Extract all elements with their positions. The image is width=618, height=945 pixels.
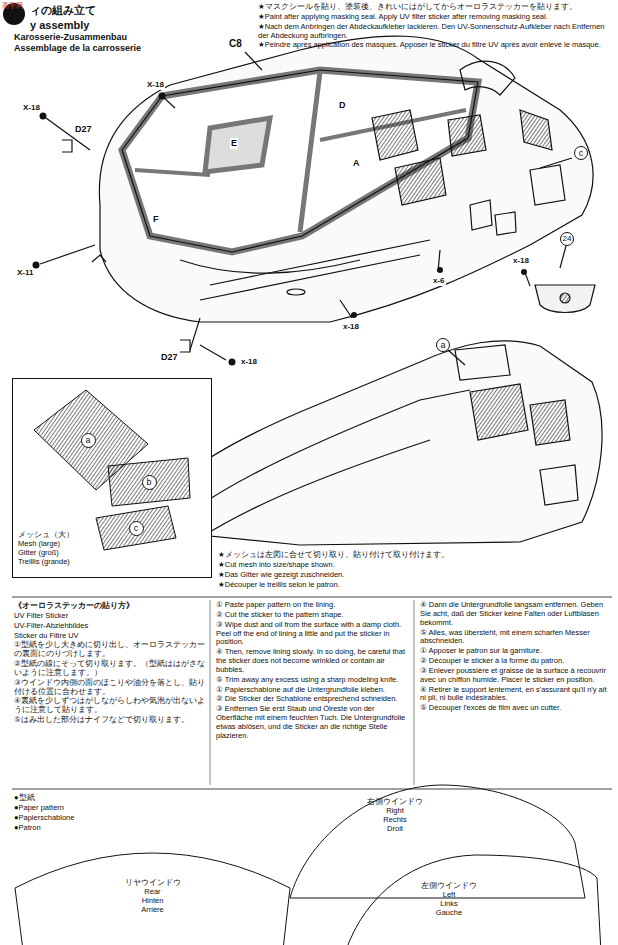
pattern-label: Hinten [15,896,290,905]
pattern-label: リヤウインドウ [15,878,290,887]
mesh-panel: メッシュ（大）Mesh (large)Gitter (groß)Treillis… [12,378,212,578]
screw-label: x-18 [342,322,360,332]
screw-label: X-18 [22,103,41,113]
instruction-text: ① Paste paper pattern on the lining. [216,601,410,610]
screw-label: X-18 [146,80,165,90]
step-number-disc [3,3,25,25]
note-text: ★Nach dem Anbringen der Abdeckaufkleber … [258,23,612,41]
instruction-text: ① Papierschablone auf die Untergrundfoli… [216,686,410,695]
pattern-label: Droit [245,824,545,833]
mask-letter: F [152,214,160,225]
note-text: ★Cut mesh into size/shape shown. [218,561,610,570]
instruction-text: ⑤ Trim away any excess using a sharp mod… [216,676,410,685]
instruction-text: ② Découper le sticker à la forme du patr… [420,657,612,666]
screw-label: X-11 [16,268,34,278]
instruction-text: ③ウインドウ内側の面のほこりや油分を落とし、貼り付ける位置に合わせます。 [14,679,206,697]
pattern-label: Rechts [245,815,545,824]
watermark: 高手网 [2,2,23,10]
note-text: ★マスクシールを貼り、塗装後、きれいにはがしてからオーロラステッカーを貼ります。 [258,3,612,12]
mask-letter: A [352,158,361,169]
mesh-letter: a [81,433,96,448]
pattern-label: Right [245,806,545,815]
instruction-text: 《オーロラステッカーの貼り方》 [14,602,206,611]
instruction-text: ⑤はみ出した部分はナイフなどで切り取ります。 [14,716,206,725]
mesh-letter: b [142,475,157,490]
section-title-fr: Assemblage de la carrosserie [14,43,141,54]
screw-label: x-18 [512,256,530,266]
pattern-label: Treillis (grande) [18,557,206,566]
instruction-text: Sticker du Filtre UV [14,632,206,641]
part-number: D27 [74,124,93,135]
callout-number: 24 [560,232,574,246]
screw-label: x-6 [432,276,446,286]
instruction-text: ②型紙の線にそって切り取ります。（型紙ははがさないように注意します。） [14,660,206,678]
mesh-piece: c [96,506,176,550]
pattern-heading: ●Paper pattern [14,804,144,813]
part-number: D27 [160,352,179,363]
callout-letter: c [574,146,588,160]
node-text-group: 右側ウインドウRightRechtsDroit [245,797,545,833]
instruction-text: ④ Dann die Untergrundfolie langsam entfe… [420,601,612,628]
left-window-pattern-outline [335,853,603,945]
pattern-label: 右側ウインドウ [245,797,545,806]
instruction-text: ③ Wipe dust and oil from the surface wit… [216,621,410,648]
pattern-label: 左側ウインドウ [315,881,583,890]
instruction-text: ② Cut the sticker to the pattern shape. [216,611,410,620]
upper-body-view [40,36,593,360]
pattern-label: Gauche [315,908,583,917]
mask-letter: D [338,100,347,111]
callout-letter: a [436,338,450,352]
instruction-text: ①型紙を少し大きめに切り出し、オーロラステッカーの裏面にのりづけします。 [14,641,206,659]
pattern-heading: ●型紙 [14,794,144,803]
separator-line [12,789,612,790]
node-text-group: リヤウインドウRearHintenArrière [15,878,290,914]
note-text: ★Das Gitter wie gezeigt zuschneiden. [218,571,610,580]
screw-label: x-18 [240,357,258,367]
instruction-text: ③ Entfernen Sie erst Staub und Ölreste v… [216,705,410,740]
section-title-en: y assembly [30,19,89,32]
separator-line [210,600,211,785]
note-text: ★Découper le treillis selon le patron. [218,581,610,590]
instruction-text: ① Apposer le patron sur la garniture. [420,647,612,656]
instruction-text: ⑤ Alles, was übersteht, mit einem scharf… [420,629,612,647]
node-text-group: 左側ウインドウLeftLinksGauche [315,881,583,917]
pattern-label: Left [315,890,583,899]
note-text: ★Peindre après application des masques. … [258,41,612,50]
pattern-label: Rear [15,887,290,896]
pattern-label: Links [315,899,583,908]
node-text-group: c [96,506,176,550]
mask-letter: E [230,138,238,149]
pattern-label: Arrière [15,905,290,914]
pattern-heading: ●Patron [14,824,144,833]
instruction-text: ④ Retirer le support lentement, en s'ass… [420,686,612,704]
part-d27 [62,140,595,352]
mesh-piece: b [108,458,190,506]
node-text-group: b [108,458,190,506]
instruction-text: ④裏紙を少しずつはがしながらしわや気泡が出ないように注意して貼ります。 [14,697,206,715]
instruction-text: ③ Enlever poussière et graisse de la sur… [420,667,612,685]
note-text: ★Paint after applying masking seal. Appl… [258,13,612,22]
instruction-text: UV-Filter-Abziehbildes [14,622,206,631]
pattern-heading: ●Papierschablone [14,814,144,823]
separator-line [414,600,415,785]
instruction-text: UV Filter Sticker [14,612,206,621]
rear-window-pattern: リヤウインドウRearHintenArrière [15,838,290,945]
section-title-de: Karosserie-Zusammenbau [14,32,127,43]
screw-symbols [33,93,528,366]
pattern-label: Gitter (groß) [18,548,206,557]
instruction-text: ⑤ Découper l'excès de film avec un cutte… [420,704,612,713]
note-text: ★メッシュは左図に合せて切り取り、貼り付けて取り付けます。 [218,551,610,560]
instruction-text: ② Die Sticker der Schablone entsprechend… [216,695,410,704]
part-number: C8 [228,38,243,50]
separator-line [12,597,612,598]
mesh-letter: c [129,521,144,536]
lower-body-view [149,341,602,545]
section-title: ィの組み立て [30,4,96,17]
left-window-pattern: 左側ウインドウLeftLinksGauche [335,853,603,945]
instruction-text: ④ Then, remove lining slowly. In so doin… [216,648,410,675]
